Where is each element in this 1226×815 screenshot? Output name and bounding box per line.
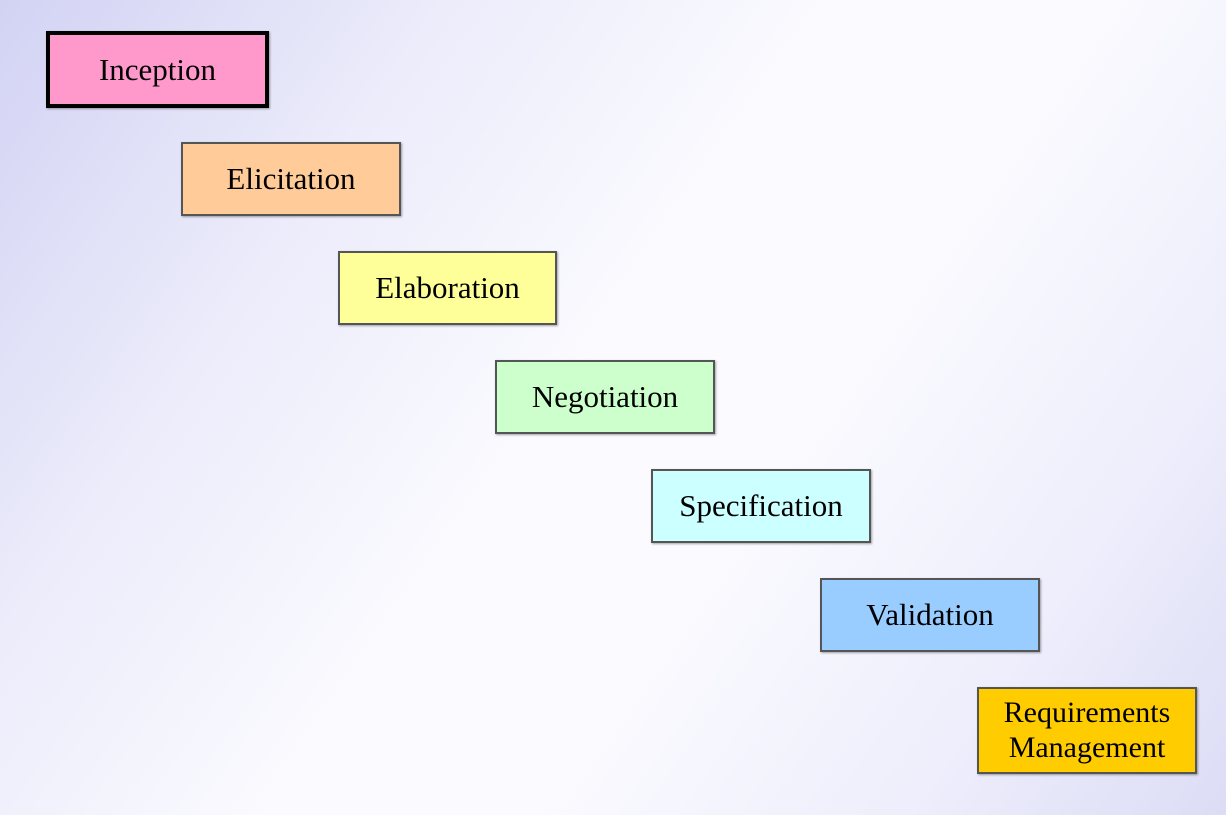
- step-label-negotiation: Negotiation: [531, 379, 679, 415]
- step-label-validation: Validation: [866, 597, 994, 633]
- step-label-requirements-management: Requirements Management: [1003, 696, 1171, 764]
- step-inception[interactable]: Inception: [46, 31, 269, 108]
- step-specification[interactable]: Specification: [651, 469, 871, 543]
- step-elaboration[interactable]: Elaboration: [338, 251, 557, 325]
- step-elicitation[interactable]: Elicitation: [181, 142, 401, 216]
- step-requirements-management[interactable]: Requirements Management: [977, 687, 1197, 774]
- step-label-specification: Specification: [679, 488, 843, 524]
- step-label-elicitation: Elicitation: [226, 161, 356, 197]
- step-label-inception: Inception: [98, 51, 217, 87]
- step-negotiation[interactable]: Negotiation: [495, 360, 715, 434]
- step-label-elaboration: Elaboration: [375, 270, 520, 306]
- step-validation[interactable]: Validation: [820, 578, 1040, 652]
